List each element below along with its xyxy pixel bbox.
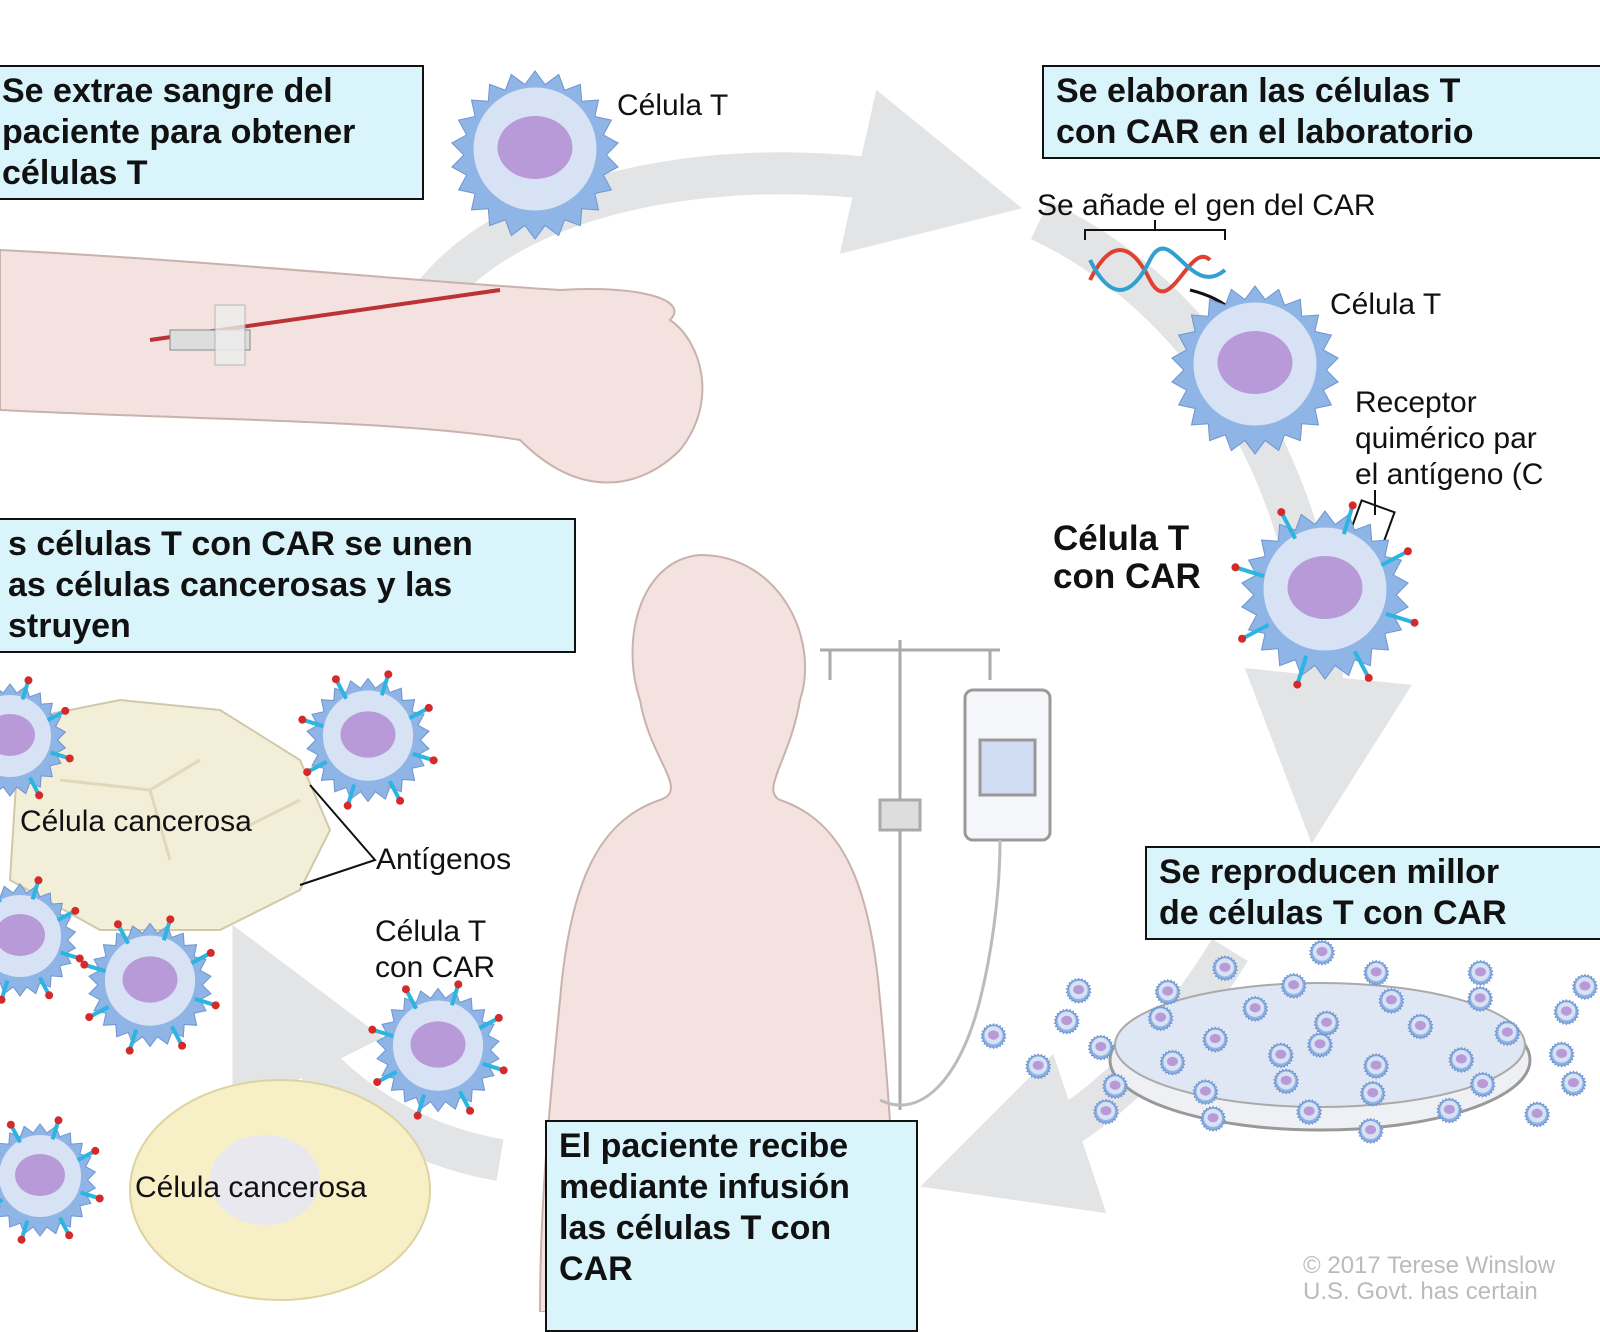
label-t-cell-lab: Célula T	[1330, 287, 1441, 323]
label-car-t-cell: Célula T con CAR	[375, 914, 495, 986]
label-antigens: Antígenos	[376, 842, 511, 878]
step-box-infusion: El paciente recibe mediante infusión las…	[545, 1120, 918, 1332]
dish-t-cell	[1549, 1042, 1573, 1067]
label-cancer-cell-2: Célula cancerosa	[135, 1170, 367, 1206]
dish-t-cell	[1066, 978, 1090, 1003]
arm-illustration	[0, 250, 702, 483]
dish-t-cell	[1561, 1071, 1585, 1096]
dish-t-cell	[1026, 1054, 1050, 1079]
car-t-cell-lab	[1231, 501, 1418, 688]
car-t-cell	[80, 915, 219, 1054]
step-box-make-car-t: Se elaboran las células T con CAR en el …	[1042, 65, 1600, 159]
label-cancer-cell-1: Célula cancerosa	[20, 804, 252, 840]
dish-t-cell	[1573, 975, 1597, 1000]
dish-t-cell	[1554, 1000, 1578, 1025]
step-box-extract-blood: Se extrae sangre del paciente para obten…	[0, 65, 424, 200]
dish-t-cell	[1468, 961, 1492, 986]
dish-t-cell	[981, 1024, 1005, 1049]
car-t-cell	[298, 670, 437, 809]
label-add-gene: Se añade el gen del CAR	[1037, 188, 1376, 224]
dish-t-cell	[1525, 1102, 1549, 1127]
dish-t-cell	[1310, 940, 1334, 965]
copyright: © 2017 Terese Winslow U.S. Govt. has cer…	[1303, 1253, 1555, 1305]
dish-t-cell	[1055, 1009, 1079, 1034]
label-receptor: Receptor quimérico par el antígeno (C	[1355, 385, 1543, 493]
car-t-cell	[0, 1116, 104, 1243]
dish-t-cell	[1364, 961, 1388, 986]
step-box-reproduce: Se reproducen millor de células T con CA…	[1145, 846, 1600, 940]
label-t-cell-top: Célula T	[617, 88, 728, 124]
label-car-t-cell-bold: Célula T con CAR	[1053, 520, 1201, 596]
step-box-destroy-cancer: s células T con CAR se unen as células c…	[0, 518, 576, 653]
